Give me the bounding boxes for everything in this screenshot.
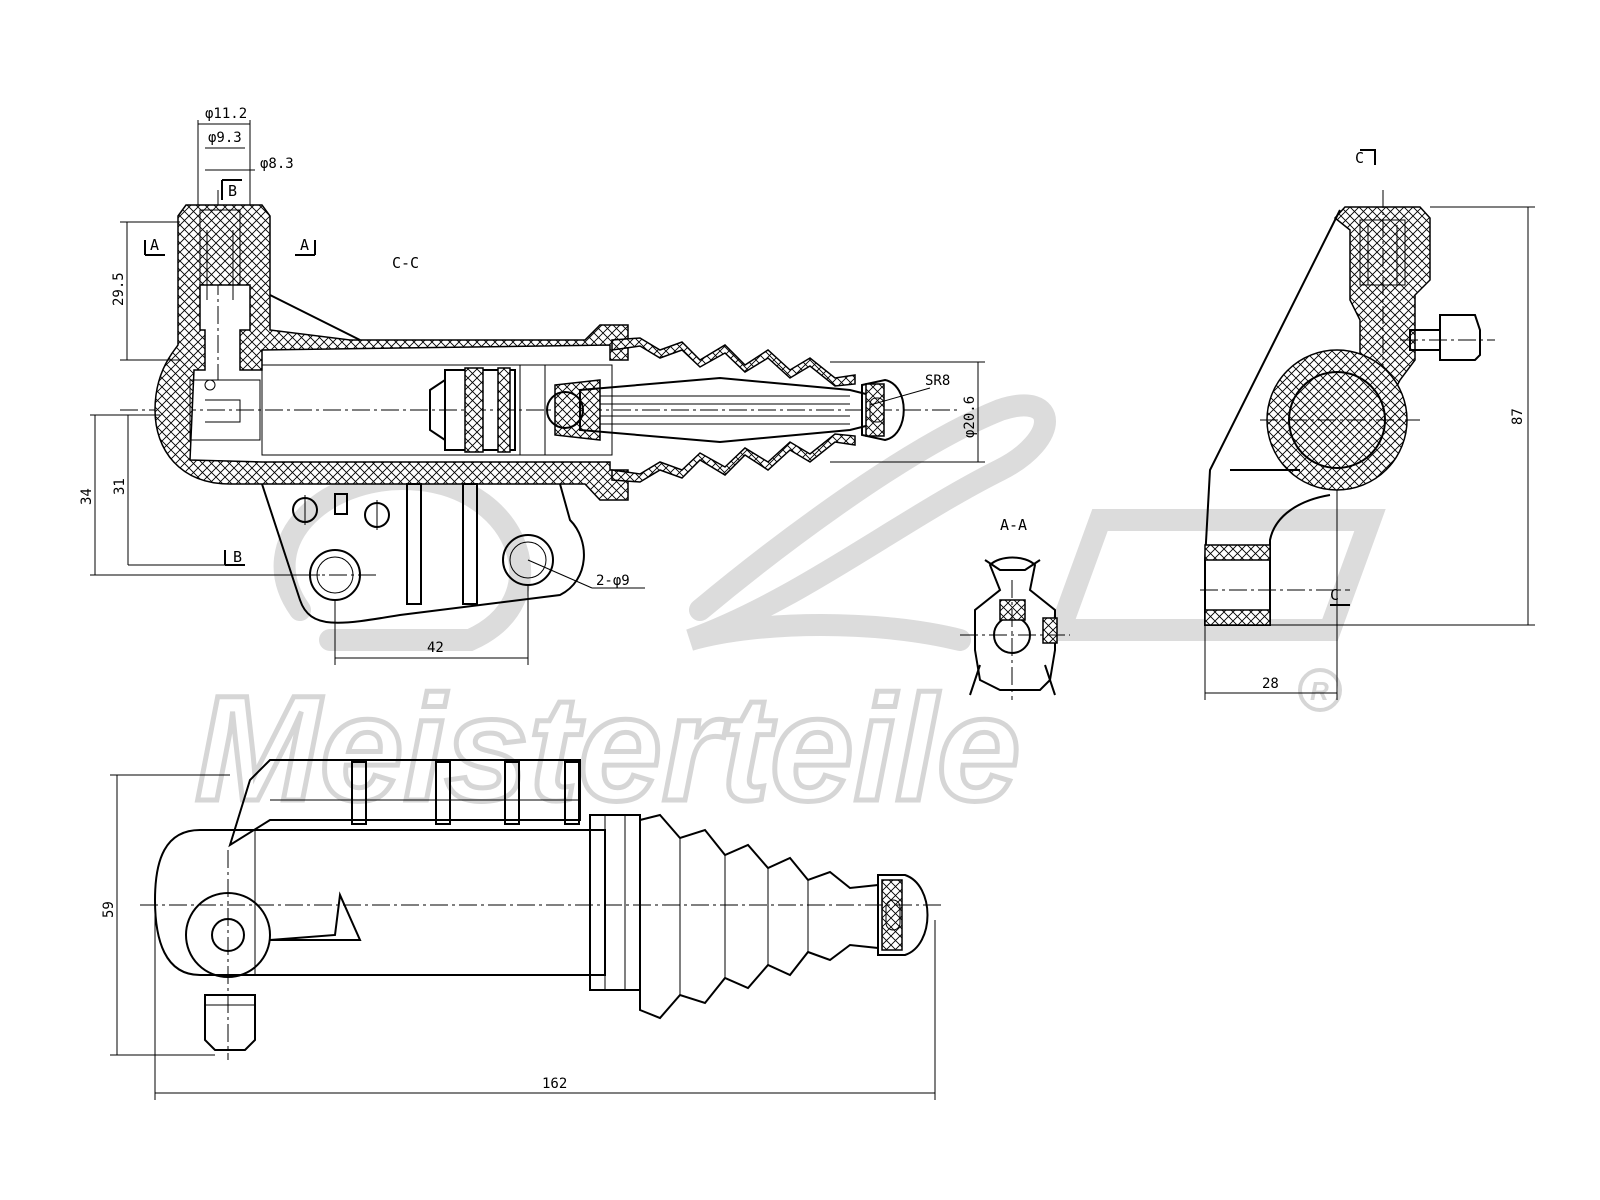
ext-rod-tip [877,874,929,956]
holes-leader [527,559,593,589]
aa-side-hatch [1042,617,1058,644]
cut-b-top-label: B [228,182,237,200]
bracket-rib-1 [406,483,422,605]
boot-upper [611,337,856,387]
cut-b-bottom-label: B [233,548,242,566]
dim-phi-9-3: φ9.3 [208,130,242,146]
watermark-logo-swoosh [273,468,532,651]
dim-31: 31 [112,478,128,495]
cut-c-top-mark [1360,149,1376,165]
dim-phi-8-3: φ8.3 [260,156,294,172]
rod-socket [554,379,601,441]
cut-c-side-label: C [1330,586,1339,604]
piston-seal-left [464,367,484,453]
ext-rib-1 [351,761,367,825]
boot-lower [611,433,856,483]
rod-ball-end [546,391,584,429]
mount-hole-right-inner [509,541,547,579]
ext-collar [589,814,641,991]
port-gusset-line [269,294,361,341]
dim-sr8: SR8 [925,373,950,389]
cylinder-body-wall [154,204,629,501]
side-foot-hatch-top [1204,544,1271,561]
cut-c-top-label: C [1355,149,1364,167]
bracket-rib-2 [462,483,478,605]
watermark-registered-mark: R [1310,676,1329,706]
piston-seal-right [497,367,511,453]
dim-87: 87 [1510,408,1526,425]
aa-clip-top [984,559,1041,571]
bleed-cavity [189,379,261,441]
rod-tip [861,378,905,442]
dim-29-5: 29.5 [111,272,127,306]
mounting-bracket [261,483,585,624]
section-cc-title: C-C [392,254,419,272]
side-bleed-cap [1439,314,1481,361]
dim-holes: 2-φ9 [596,573,630,589]
watermark-registered-circle [1298,668,1342,712]
aa-clip-outline [974,556,1056,691]
ext-rib-3 [504,761,520,825]
side-view: C C 87 28 [1200,149,1535,700]
ext-rib-2 [435,761,451,825]
ext-port-nozzle [204,994,256,1051]
section-cc-view: C-C [79,106,985,665]
spring-seat [429,378,446,442]
section-aa-view: A-A [960,516,1070,700]
port-passage [199,209,241,286]
cut-a-right-label: A [300,236,309,254]
watermark-logo-l [686,394,1056,651]
ext-rod-tip-sleeve [881,879,903,951]
rod-tip-sleeve [865,383,885,437]
ext-body-bracket [269,891,362,941]
cut-a-left-label: A [150,236,159,254]
aa-clip-legs [969,664,1056,696]
side-foot-hatch-bottom [1204,609,1271,626]
ext-boot-outline [639,813,879,1020]
dim-42: 42 [427,640,444,656]
dim-162: 162 [542,1076,567,1092]
bleed-screw [205,399,241,423]
bleed-ball [204,379,216,391]
dim-59: 59 [101,901,117,918]
rod-tip-slot [869,397,885,423]
ext-top-rail [228,759,581,848]
bracket-tab [334,493,348,515]
ext-body [153,829,606,976]
ext-rib-4 [564,761,580,825]
watermark-brand-text: Meisterteile [195,664,1020,832]
dim-28: 28 [1262,676,1279,692]
dim-phi-11-2: φ11.2 [205,106,247,122]
exterior-view: 59 162 [101,759,945,1100]
side-port-housing [1333,206,1431,401]
ext-rod-tip-slot [885,899,901,931]
sr8-leader [869,387,931,406]
section-aa-title: A-A [1000,516,1027,534]
ext-port-boss [185,892,271,978]
dim-34: 34 [79,488,95,505]
dim-phi-20-6: φ20.6 [962,396,978,438]
